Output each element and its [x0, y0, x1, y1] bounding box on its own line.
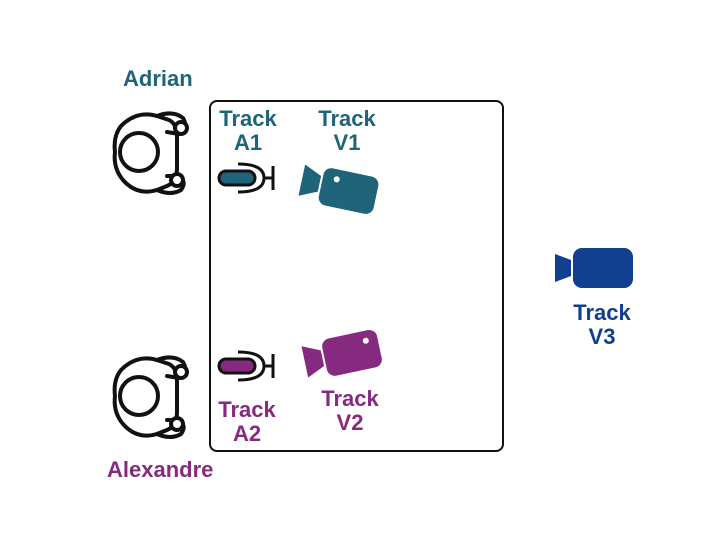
person-name-adrian: Adrian [123, 66, 193, 91]
track-v1-line1: Track [318, 106, 376, 131]
microphone-icon [217, 350, 275, 382]
microphone-icon [217, 162, 275, 194]
track-v1-label: Track V1 [311, 107, 383, 155]
track-v3-label: Track V3 [566, 301, 638, 349]
track-a1-line2: A1 [233, 130, 263, 155]
track-v1-line2: V1 [333, 130, 361, 155]
person-topdown-icon [112, 111, 189, 195]
track-v3-line1: Track [573, 300, 631, 325]
track-v2-line1: Track [321, 386, 379, 411]
track-v2-line2: V2 [336, 410, 364, 435]
video-camera-icon [301, 329, 382, 378]
video-camera-icon [555, 248, 633, 288]
track-a1-line1: Track [219, 106, 277, 131]
person-topdown-icon [112, 355, 189, 439]
track-a1-label: Track A1 [212, 107, 284, 155]
track-v2-label: Track V2 [314, 387, 386, 435]
track-a2-line2: A2 [232, 421, 262, 446]
track-a2-line1: Track [218, 397, 276, 422]
person-name-alexandre: Alexandre [107, 457, 214, 482]
track-v3-line2: V3 [588, 324, 616, 349]
track-a2-label: Track A2 [211, 398, 283, 446]
room-boundary [209, 100, 504, 452]
video-camera-icon [298, 164, 379, 214]
